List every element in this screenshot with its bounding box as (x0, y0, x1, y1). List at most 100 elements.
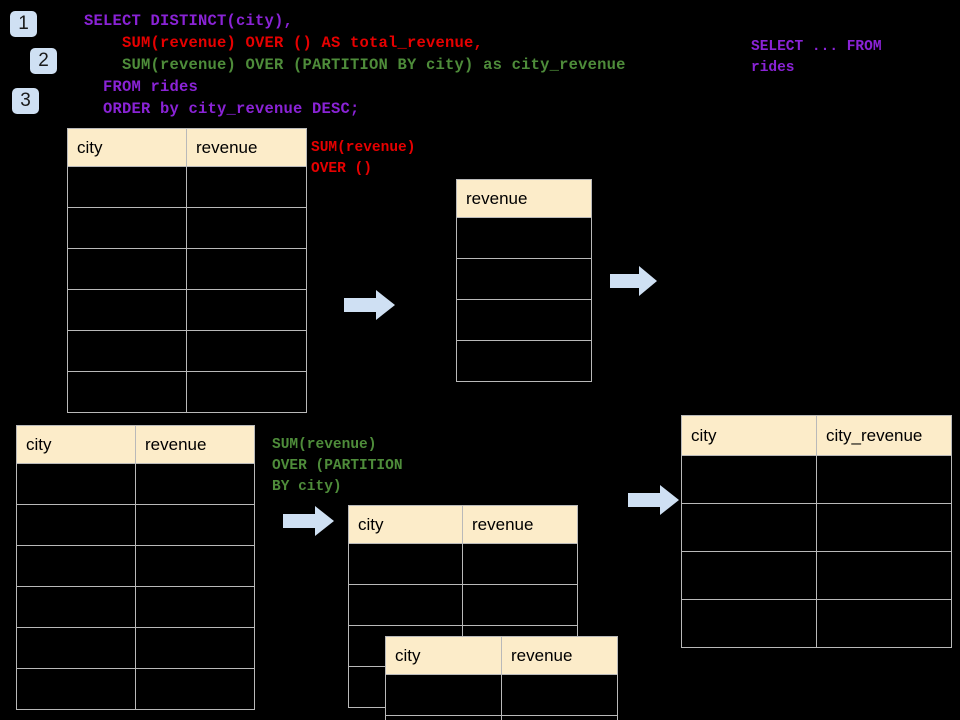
table-row (67, 166, 307, 208)
arrow-right-icon-top-left (344, 290, 395, 320)
table-cell (186, 330, 307, 372)
table-row (16, 586, 255, 628)
table-header-row: city revenue (385, 636, 618, 675)
table-cell (816, 599, 952, 648)
table-body (681, 455, 952, 648)
arrow-right-icon-bottom-right (628, 485, 679, 515)
table-body (67, 166, 307, 413)
table-cell (816, 455, 952, 504)
table-cell (67, 166, 187, 208)
table-result: city city_revenue (681, 415, 952, 648)
arrow-right-icon-top-right (610, 266, 657, 296)
table-cell (462, 543, 578, 585)
sql-line-select-distinct: SELECT DISTINCT(city), (84, 12, 294, 30)
table-partition-group-front: city revenue (385, 636, 618, 720)
table-header-row: city revenue (16, 425, 255, 464)
column-header-revenue: revenue (501, 636, 618, 675)
table-row (67, 207, 307, 249)
table-cell (135, 545, 255, 587)
sql-line-order-by: ORDER by city_revenue DESC; (84, 100, 360, 118)
table-cell (16, 504, 136, 546)
table-cell (186, 371, 307, 413)
table-cell (348, 584, 463, 626)
table-row (16, 627, 255, 669)
table-cell (501, 674, 618, 716)
table-cell (186, 207, 307, 249)
table-row (16, 668, 255, 710)
column-header-city: city (348, 505, 463, 544)
annotation-sum-over-partition: SUM(revenue) OVER (PARTITION BY city) (272, 437, 403, 495)
table-row (67, 289, 307, 331)
step-badge-2: 2 (30, 48, 57, 74)
table-cell (135, 586, 255, 628)
column-header-city: city (681, 415, 817, 456)
column-header-revenue: revenue (186, 128, 307, 167)
table-row (681, 455, 952, 504)
table-header-row: city revenue (67, 128, 307, 167)
table-row (67, 371, 307, 413)
table-row (16, 504, 255, 546)
column-header-revenue: revenue (135, 425, 255, 464)
table-body (16, 463, 255, 710)
table-cell (816, 503, 952, 552)
table-row (456, 217, 592, 259)
table-cell (16, 586, 136, 628)
table-header-row: city city_revenue (681, 415, 952, 456)
table-cell (135, 627, 255, 669)
table-row (16, 545, 255, 587)
sql-line-sum-over-partition: SUM(revenue) OVER (PARTITION BY city) as… (84, 56, 626, 74)
table-cell (385, 715, 502, 720)
table-cell (16, 627, 136, 669)
table-cell (501, 715, 618, 720)
table-cell (681, 455, 817, 504)
column-header-city: city (16, 425, 136, 464)
column-header-city-revenue: city_revenue (816, 415, 952, 456)
table-cell (456, 217, 592, 259)
table-cell (67, 248, 187, 290)
table-row (681, 599, 952, 648)
table-header-row: city revenue (348, 505, 578, 544)
table-cell (186, 166, 307, 208)
table-cell (681, 551, 817, 600)
table-cell (16, 463, 136, 505)
table-cell (135, 668, 255, 710)
table-row (385, 674, 618, 716)
table-body (456, 217, 592, 382)
column-header-revenue: revenue (462, 505, 578, 544)
step-badge-3: 3 (12, 88, 39, 114)
table-header-row: revenue (456, 179, 592, 218)
table-row (681, 503, 952, 552)
table-cell (681, 599, 817, 648)
table-cell (186, 289, 307, 331)
table-row (456, 340, 592, 382)
table-row (348, 584, 578, 626)
table-cell (456, 258, 592, 300)
column-header-revenue: revenue (456, 179, 592, 218)
table-cell (816, 551, 952, 600)
table-row (67, 248, 307, 290)
table-cell (16, 668, 136, 710)
table-cell (135, 463, 255, 505)
table-cell (67, 207, 187, 249)
table-source-bottom: city revenue (16, 425, 255, 710)
table-cell (385, 674, 502, 716)
table-body (385, 674, 618, 720)
column-header-city: city (67, 128, 187, 167)
table-cell (67, 330, 187, 372)
table-cell (67, 289, 187, 331)
sql-line-from-rides: FROM rides (84, 78, 199, 96)
table-cell (16, 545, 136, 587)
arrow-right-icon-bottom-left (283, 506, 334, 536)
column-header-city: city (385, 636, 502, 675)
annotation-select-from-rides: SELECT ... FROM rides (751, 39, 882, 76)
table-row (67, 330, 307, 372)
table-source-top: city revenue (67, 128, 307, 413)
table-total-revenue: revenue (456, 179, 592, 382)
table-cell (456, 299, 592, 341)
table-cell (67, 371, 187, 413)
table-row (456, 299, 592, 341)
table-row (681, 551, 952, 600)
table-cell (456, 340, 592, 382)
table-cell (135, 504, 255, 546)
